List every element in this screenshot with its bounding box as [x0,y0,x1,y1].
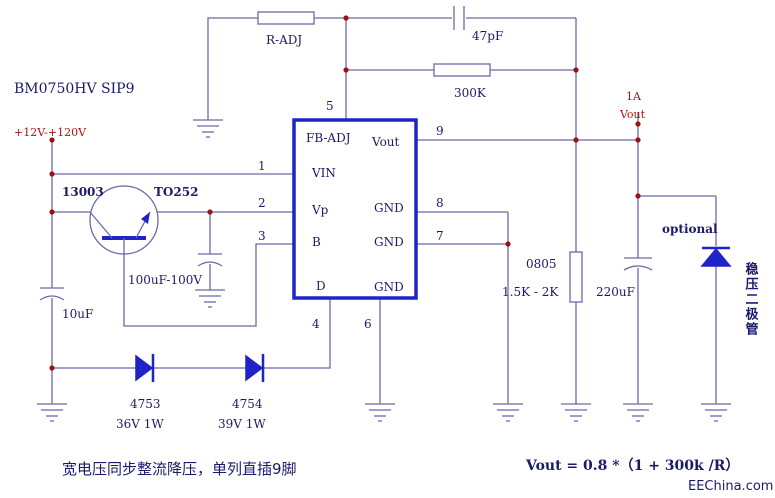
label-transistor-package: TO252 [154,185,198,199]
pin-label-gnd-2: GND [374,235,404,249]
transistor-13003 [89,185,159,255]
label-0805: 0805 [526,257,557,271]
ground-symbols [37,119,731,422]
pin-number-7: 7 [436,229,444,243]
resistor-300k [433,63,491,77]
capacitor-100uf [197,253,223,267]
watermark: EEChina.com [688,479,773,494]
junction-dots [49,15,641,371]
pin-label-d: D [316,279,326,293]
label-r-range: 1.5K - 2K [502,285,559,299]
pin-number-2: 2 [258,196,266,210]
label-transistor-name: 13003 [62,185,104,199]
label-input-voltage: +12V-+120V [14,126,87,139]
resistor-r-adj [257,11,315,25]
label-100uf: 100uF-100V [128,273,202,287]
pin-label-gnd-1: GND [374,201,404,215]
label-300k: 300K [454,86,487,100]
pin-number-9: 9 [436,124,444,138]
diagram-caption: 宽电压同步整流降压，单列直插9脚 [62,460,297,478]
pin-label-vout: Vout [371,135,400,149]
pin-number-4: 4 [312,317,320,331]
label-zener-vertical: 稳压二极管 [743,261,759,337]
label-d1-rating: 36V 1W [116,417,164,431]
pin-number-5: 5 [326,99,334,113]
label-10uf: 10uF [62,307,93,321]
capacitor-10uf [39,287,65,301]
pin-label-fb-adj: FB-ADJ [306,131,351,145]
vout-formula: Vout = 0.8 *（1 + 300k /R） [525,458,739,474]
label-d1-name: 4753 [130,397,161,411]
label-output-current: 1A [626,90,642,103]
label-220uf: 220uF [596,285,635,299]
pin-label-gnd-3: GND [374,280,404,294]
diagram-title: BM0750HV SIP9 [14,81,134,97]
capacitor-220uf [623,257,653,271]
pin-label-vp: Vp [311,203,329,217]
pin-number-6: 6 [364,317,372,331]
resistor-0805 [569,251,583,303]
label-vout: Vout [619,108,646,121]
chip-bm0750hv [292,118,418,300]
pin-number-1: 1 [258,159,266,173]
pin-number-3: 3 [258,229,266,243]
wires [51,17,717,404]
diode-4754 [245,354,265,382]
pin-label-b: B [312,235,321,249]
label-optional: optional [662,222,718,236]
label-d2-name: 4754 [232,397,263,411]
diode-4753 [135,354,155,382]
capacitor-47pf [453,6,465,30]
pin-label-vin: VIN [311,166,336,180]
pin-number-8: 8 [436,196,444,210]
label-47pf: 47pF [472,29,503,43]
label-r-adj: R-ADJ [266,33,302,47]
label-d2-rating: 39V 1W [218,417,266,431]
zener-diode [700,246,732,267]
